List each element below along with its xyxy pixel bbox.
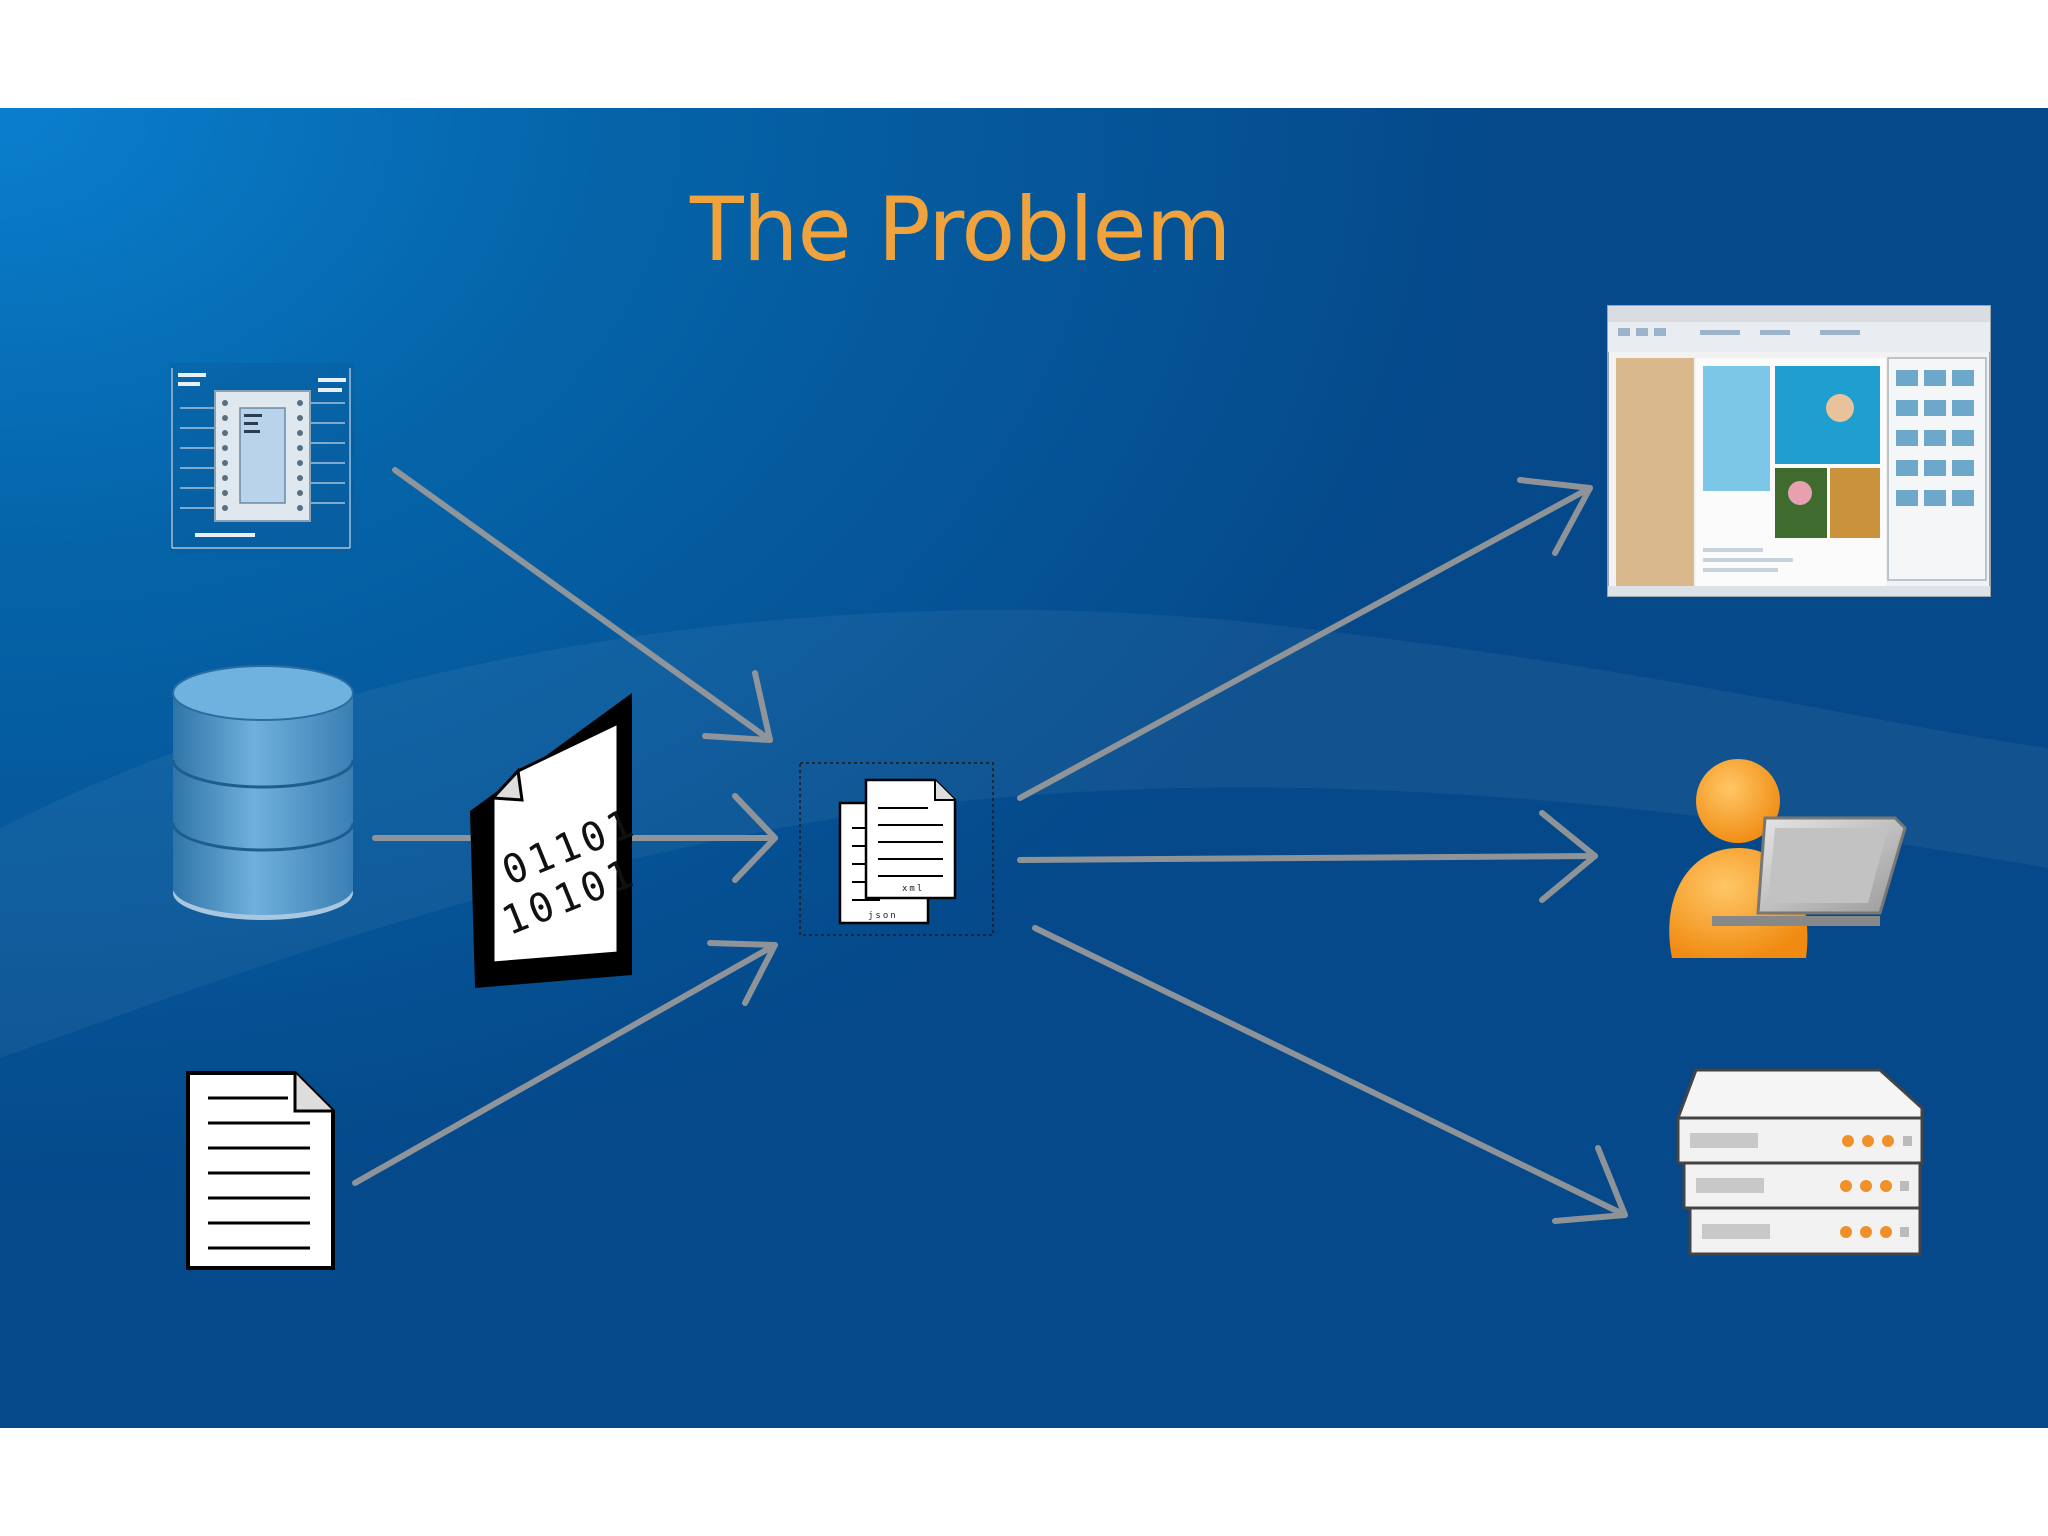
- slide: The Problem: [0, 108, 2048, 1428]
- hub-xml-label: xml: [902, 884, 924, 894]
- arrow-hub-to-server: [1032, 925, 1628, 1224]
- slide-title: The Problem: [690, 178, 1231, 281]
- hub-json-label: json: [868, 911, 898, 921]
- wiring-diagram-icon: [170, 363, 355, 553]
- binary-file-icon: 01101 10101: [470, 693, 643, 988]
- arrow-document-to-hub: [352, 940, 778, 1186]
- user-laptop-icon: [1669, 759, 1907, 958]
- arrow-hub-to-user: [1017, 810, 1598, 903]
- text-document-icon: [186, 1071, 335, 1270]
- background-swoosh: [0, 609, 2048, 1058]
- server-icon: [1676, 1068, 1924, 1256]
- arrow-hub-to-application: [1017, 477, 1593, 801]
- application-window-icon: [1607, 305, 1991, 597]
- data-documents-icon: json xml: [799, 762, 994, 936]
- database-icon: [171, 665, 355, 920]
- arrow-wiring-to-hub: [392, 467, 773, 743]
